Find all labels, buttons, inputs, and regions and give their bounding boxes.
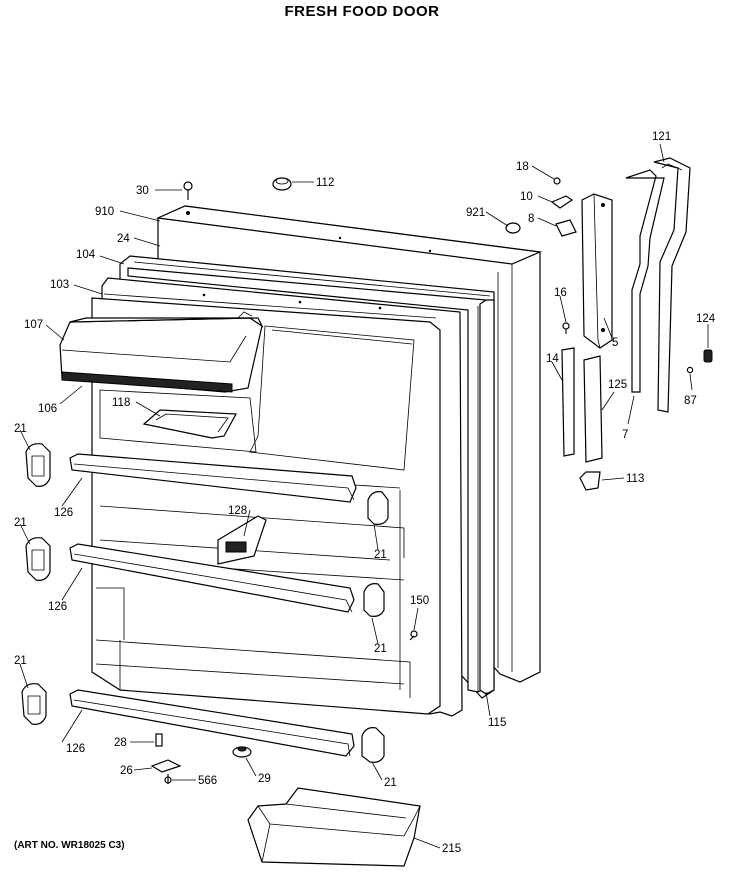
callout-910: 910 bbox=[95, 206, 114, 218]
callout-26: 26 bbox=[120, 765, 133, 777]
callout-24: 24 bbox=[117, 233, 130, 245]
shelf-end-cap-left-1 bbox=[25, 443, 51, 487]
callout-126-middle: 126 bbox=[48, 601, 67, 613]
callout-107: 107 bbox=[24, 319, 43, 331]
door-shelf-upper bbox=[69, 453, 357, 503]
shelf-divider bbox=[217, 515, 267, 565]
callout-106: 106 bbox=[38, 403, 57, 415]
plug-921 bbox=[505, 222, 521, 234]
callout-10: 10 bbox=[520, 191, 533, 203]
callout-125: 125 bbox=[608, 379, 627, 391]
callout-29: 29 bbox=[258, 773, 271, 785]
leader-lines bbox=[19, 143, 709, 849]
callout-104: 104 bbox=[76, 249, 96, 261]
callout-7: 7 bbox=[622, 429, 628, 441]
cap-29 bbox=[232, 746, 252, 758]
plug-112 bbox=[272, 177, 292, 191]
screw-566 bbox=[164, 774, 172, 784]
callout-21-left-3: 21 bbox=[14, 655, 27, 667]
callout-8: 8 bbox=[528, 213, 534, 225]
door-shelf-lower bbox=[69, 689, 355, 757]
callout-215: 215 bbox=[442, 843, 461, 855]
shelf-end-cap-right-2 bbox=[363, 583, 385, 617]
callout-115: 115 bbox=[488, 717, 506, 729]
shelf-end-cap-right-3 bbox=[361, 727, 385, 763]
callout-labels: 30 112 910 24 104 103 107 106 118 21 21 … bbox=[14, 131, 716, 855]
hinge-cover-right bbox=[583, 355, 603, 463]
callout-113: 113 bbox=[626, 473, 644, 485]
bracket-10 bbox=[550, 195, 574, 209]
callout-126-upper: 126 bbox=[54, 507, 73, 519]
hinge-bracket bbox=[581, 193, 613, 349]
screw-30 bbox=[183, 181, 193, 200]
clip-8 bbox=[555, 219, 577, 237]
callout-18: 18 bbox=[516, 161, 529, 173]
callout-21-right-2: 21 bbox=[374, 643, 387, 655]
callout-14: 14 bbox=[546, 353, 559, 365]
callout-121: 121 bbox=[652, 131, 671, 143]
screw-87 bbox=[686, 366, 694, 374]
callout-21-right-1: 21 bbox=[374, 549, 387, 561]
screw-18 bbox=[553, 177, 561, 185]
door-seal-strip bbox=[479, 299, 495, 695]
dairy-compartment bbox=[59, 311, 264, 393]
plate-26 bbox=[150, 759, 182, 773]
pin-28 bbox=[155, 733, 163, 747]
door-bin bbox=[247, 787, 421, 867]
shelf-end-cap-left-2 bbox=[25, 537, 51, 581]
door-shelf-middle bbox=[69, 543, 355, 613]
callout-118: 118 bbox=[112, 397, 130, 409]
callout-87: 87 bbox=[684, 395, 697, 407]
door-hinge-upper bbox=[625, 157, 691, 413]
butter-tray bbox=[142, 409, 237, 439]
callout-921: 921 bbox=[466, 207, 485, 219]
screw-16 bbox=[562, 322, 570, 334]
callout-16: 16 bbox=[554, 287, 567, 299]
callout-5: 5 bbox=[612, 337, 618, 349]
callout-21-left-2: 21 bbox=[14, 517, 27, 529]
callout-124: 124 bbox=[696, 313, 716, 325]
art-number: (ART NO. WR18025 C3) bbox=[14, 840, 125, 851]
callout-21-right-3: 21 bbox=[384, 777, 397, 789]
callout-30: 30 bbox=[136, 185, 149, 197]
callout-150: 150 bbox=[410, 595, 429, 607]
diagram-title: FRESH FOOD DOOR bbox=[284, 3, 439, 20]
screw-150 bbox=[409, 630, 418, 641]
callout-128: 128 bbox=[228, 505, 247, 517]
callout-28: 28 bbox=[114, 737, 127, 749]
callout-21-left-1: 21 bbox=[14, 423, 27, 435]
shelf-end-cap-right-1 bbox=[367, 491, 389, 525]
callout-126-lower: 126 bbox=[66, 743, 85, 755]
callout-112: 112 bbox=[316, 177, 334, 189]
hinge-cover-left bbox=[561, 347, 575, 457]
cap-124 bbox=[703, 349, 713, 363]
door-stop bbox=[579, 471, 601, 491]
callout-103: 103 bbox=[50, 279, 69, 291]
callout-566: 566 bbox=[198, 775, 217, 787]
shelf-end-cap-left-3 bbox=[21, 683, 47, 725]
